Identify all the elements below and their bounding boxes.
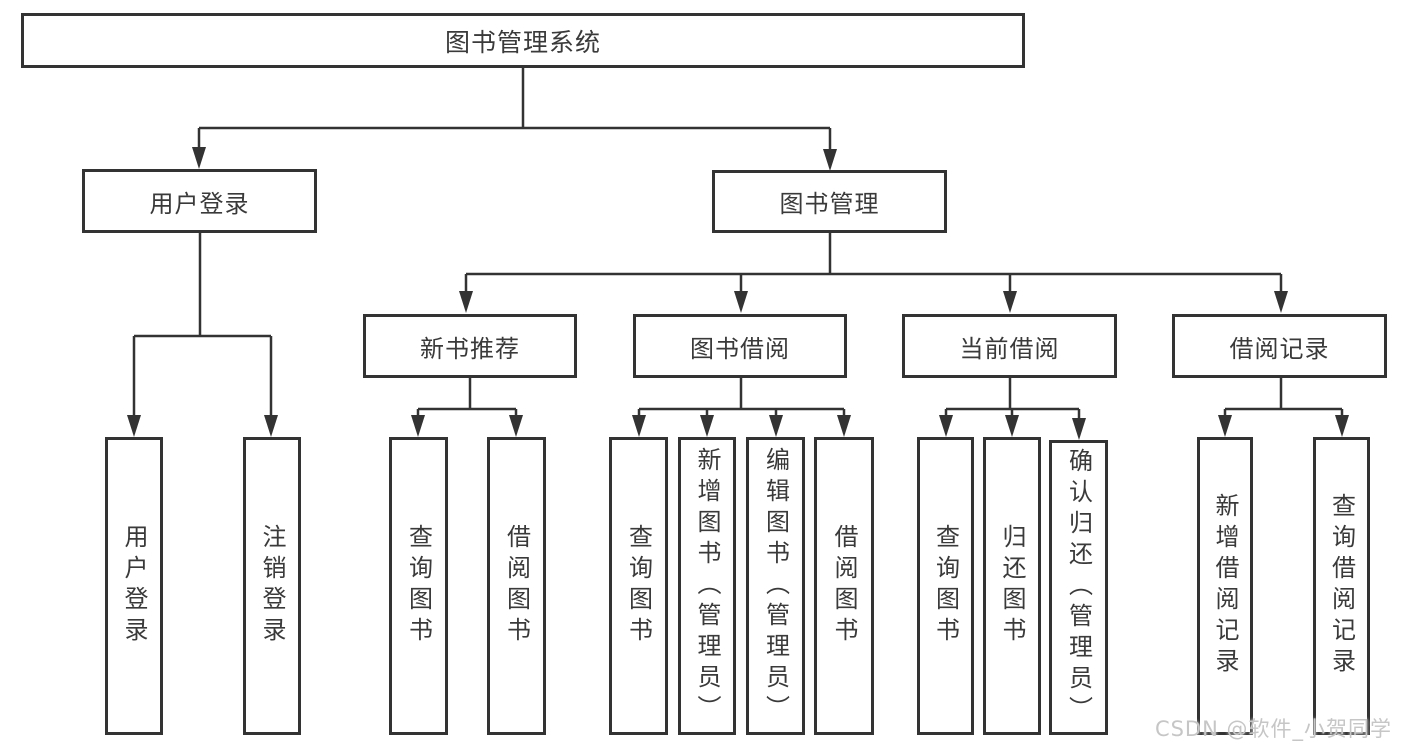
leaf-query-borrow-record-label: 查询借阅记录 [1327,493,1356,679]
leaf-return-book: 归还图书 [983,437,1041,735]
node-borrow-records-label: 借阅记录 [1229,334,1330,363]
node-new-book-recommend: 新书推荐 [363,314,577,378]
leaf-query-books-borrow-label: 查询图书 [624,524,653,648]
leaf-add-borrow-record: 新增借阅记录 [1197,437,1253,735]
leaf-user-login: 用户登录 [105,437,163,735]
leaf-logout-label: 注销登录 [258,524,286,648]
leaf-query-books-current: 查询图书 [917,437,974,735]
arrow-icon [264,415,278,437]
arrow-icon [1335,415,1349,437]
arrow-icon [734,291,748,313]
leaf-query-borrow-record: 查询借阅记录 [1313,437,1370,735]
arrow-icon [127,415,141,437]
arrow-icon [411,415,425,437]
leaf-query-books-recommend: 查询图书 [389,437,448,735]
leaf-edit-book-admin: 编辑图书（管理员） [746,437,805,735]
leaf-user-login-label: 用户登录 [120,524,148,648]
leaf-borrow-books-recommend: 借阅图书 [487,437,546,735]
arrow-icon [700,415,714,437]
arrow-icon [632,415,646,437]
leaf-confirm-return-admin-label: 确认归还（管理员） [1064,448,1093,727]
csdn-watermark: CSDN @软件_小贺同学 [1154,717,1392,741]
tree-edges [132,68,1344,421]
node-new-book-recommend-label: 新书推荐 [420,334,520,363]
arrow-icon [1005,415,1019,437]
leaf-query-books-recommend-label: 查询图书 [404,524,433,648]
node-book-management: 图书管理 [712,170,947,233]
node-current-borrow: 当前借阅 [902,314,1117,378]
node-borrow-records: 借阅记录 [1172,314,1387,378]
arrow-icon [1274,291,1288,313]
arrow-icon [939,415,953,437]
arrow-icon [1072,418,1086,440]
leaf-add-book-admin-label: 新增图书（管理员） [693,446,721,726]
arrow-icon [192,147,206,169]
node-book-management-label: 图书管理 [779,190,880,218]
leaf-query-books-borrow: 查询图书 [609,437,668,735]
leaf-borrow-books: 借阅图书 [814,437,874,735]
node-user-login-label: 用户登录 [149,189,250,218]
leaf-logout: 注销登录 [243,437,301,735]
arrow-icon [459,291,473,313]
leaf-return-book-label: 归还图书 [998,524,1026,648]
leaf-borrow-books-recommend-label: 借阅图书 [502,524,531,648]
arrow-icon [1003,291,1017,313]
node-user-login: 用户登录 [82,169,317,233]
node-book-borrow-label: 图书借阅 [690,334,790,363]
arrow-icon [1218,415,1232,437]
leaf-confirm-return-admin: 确认归还（管理员） [1049,440,1108,735]
node-current-borrow-label: 当前借阅 [959,334,1060,363]
node-book-borrow: 图书借阅 [633,314,847,378]
leaf-borrow-books-label: 借阅图书 [830,524,858,648]
arrowheads [127,147,1349,440]
arrow-icon [509,415,523,437]
node-root: 图书管理系统 [21,13,1025,68]
leaf-add-borrow-record-label: 新增借阅记录 [1211,493,1239,679]
arrow-icon [823,149,837,171]
leaf-add-book-admin: 新增图书（管理员） [678,437,736,735]
leaf-edit-book-admin-label: 编辑图书（管理员） [761,446,790,726]
arrow-icon [769,415,783,437]
leaf-query-books-current-label: 查询图书 [931,524,960,648]
arrow-icon [837,415,851,437]
node-root-label: 图书管理系统 [444,27,601,57]
